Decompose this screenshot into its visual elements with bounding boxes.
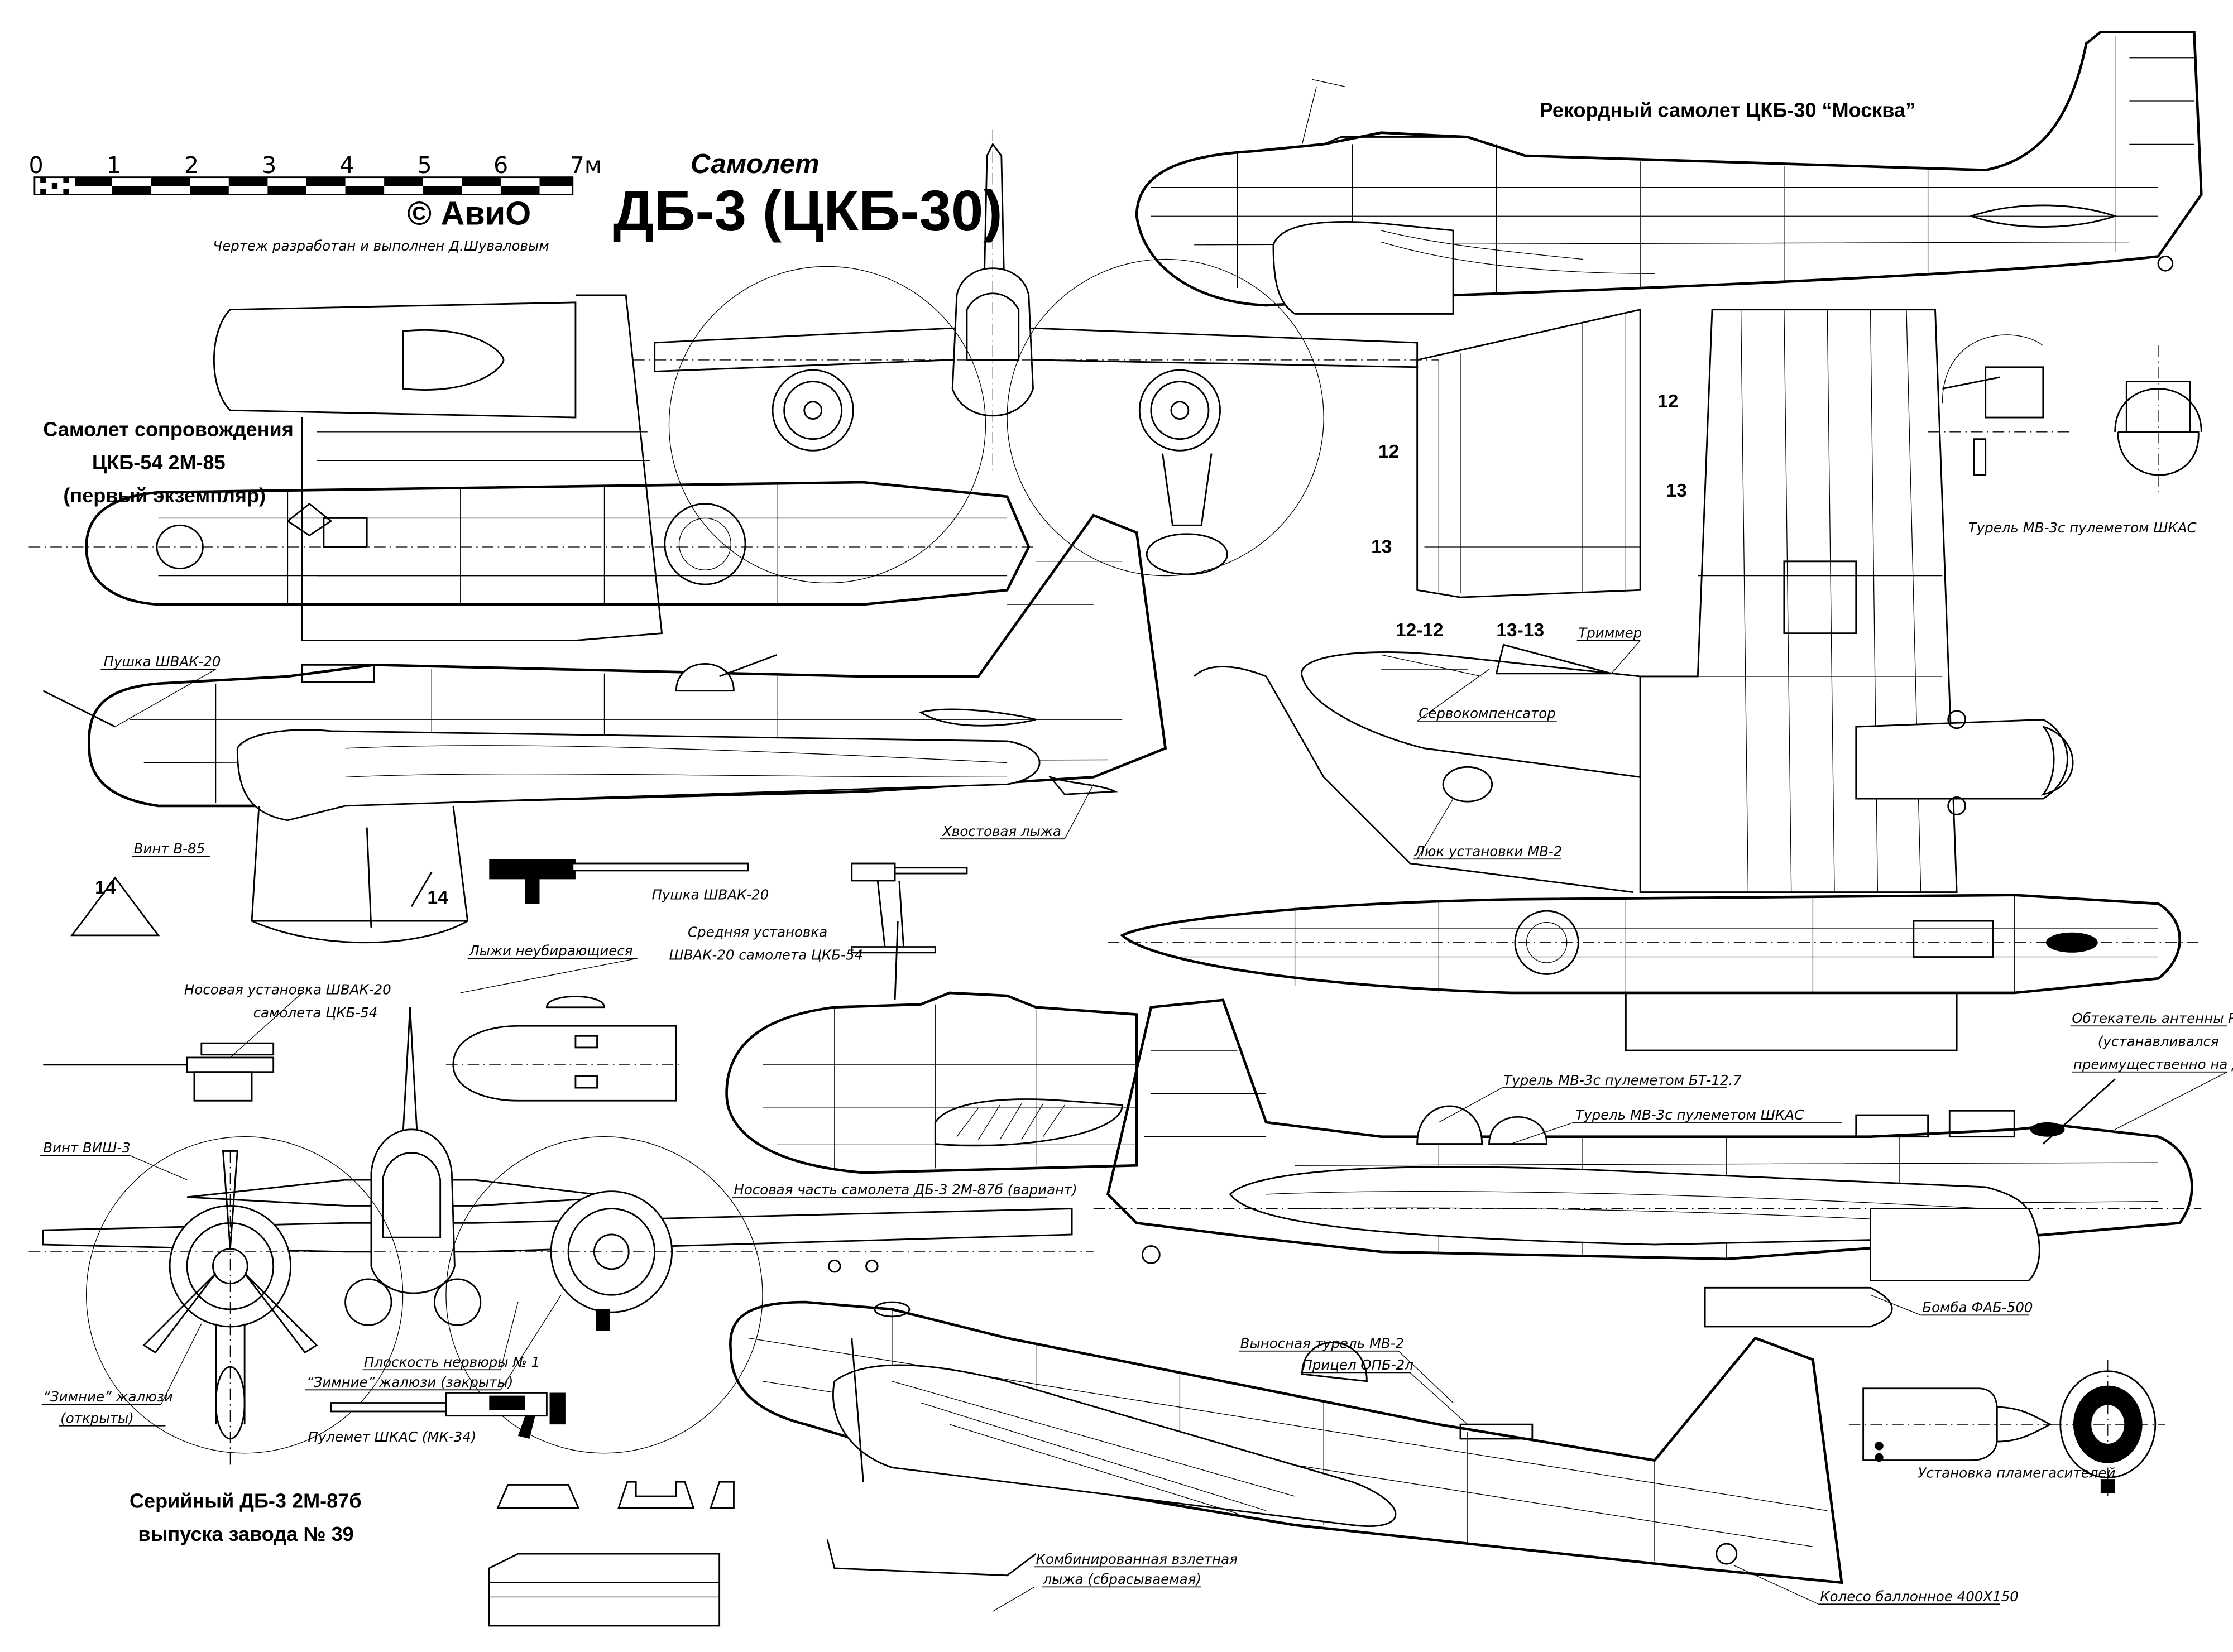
callout-louvres-open-1: “Зимние” жалюзи xyxy=(43,1389,172,1405)
callout-shvak-cannon: Пушка ШВАК-20 xyxy=(652,886,769,902)
callout-turret-shkas: Турель МВ-3с пулеметом ШКАС xyxy=(1575,1107,1804,1123)
callout-wheel: Колесо баллонное 400X150 xyxy=(1820,1588,2019,1605)
callout-nose-mount-1: Носовая установка ШВАК-20 xyxy=(184,982,391,998)
wing-plan-view xyxy=(1108,308,2202,1051)
scale-label: 1 xyxy=(107,152,121,179)
record-plane-side-view xyxy=(1135,31,2203,315)
serial-title-line2: выпуска завода № 39 xyxy=(138,1523,353,1545)
section-marker-14: 14 xyxy=(95,877,116,898)
shvak-cannon-drawing xyxy=(489,859,749,904)
callout-rib-plane: Плоскость нервюры № 1 xyxy=(364,1354,540,1370)
callout-sight: Прицел ОПБ-2л xyxy=(1302,1357,1413,1373)
front-view-top xyxy=(633,129,1439,584)
callout-antenna-3: преимущественно на ДБ-3Т) xyxy=(2073,1056,2233,1073)
flame-damper-drawing xyxy=(1848,1360,2165,1497)
callout-louvres-closed: “Зимние” жалюзи (закрыты) xyxy=(306,1374,513,1390)
callout-remote-turret: Выносная турель МВ-2 xyxy=(1240,1336,1404,1352)
callout-shvak-nose: Пушка ШВАК-20 xyxy=(104,654,221,670)
callout-antenna-2: (устанавливался xyxy=(2098,1033,2219,1049)
copyright-logo: © АвиО xyxy=(407,195,531,232)
mid-mount-drawing xyxy=(851,862,968,954)
serial-title-line1: Серийный ДБ-3 2М-87б xyxy=(130,1490,362,1512)
callout-nose-mount-2: самолета ЦКБ-54 xyxy=(253,1005,378,1021)
cross-section-drawings xyxy=(488,1481,735,1627)
leader-lines xyxy=(114,640,2227,1612)
callout-mid-mount-2: ШВАК-20 самолета ЦКБ-54 xyxy=(669,947,863,963)
scale-label: 3 xyxy=(262,152,276,179)
escort-title-line1: Самолет сопровождения xyxy=(43,418,293,441)
ski-plan-view xyxy=(445,996,684,1102)
author-credit: Чертеж разработан и выполнен Д.Шуваловым xyxy=(213,238,549,254)
section-label-12-12: 12-12 xyxy=(1396,620,1444,641)
callout-louvres-open-2: (открыты) xyxy=(60,1410,134,1427)
section-marker-12: 12 xyxy=(1657,391,1678,412)
serial-plane-side-view xyxy=(1093,998,2202,1328)
callout-turret-shkas-top: Турель МВ-3с пулеметом ШКАС xyxy=(1968,520,2197,536)
scale-label: 5 xyxy=(417,152,432,179)
callout-prop-vish3: Винт ВИШ-3 xyxy=(43,1140,130,1156)
scale-label: 0 xyxy=(29,152,44,179)
section-marker-14: 14 xyxy=(427,887,448,908)
callout-servo: Сервокомпенсатор xyxy=(1419,705,1556,722)
callout-shkas-mg: Пулемет ШКАС (МК-34) xyxy=(308,1429,477,1445)
section-marker-13: 13 xyxy=(1371,536,1392,557)
callout-antenna-1: Обтекатель антенны РПК-2 xyxy=(2072,1010,2233,1026)
callout-prop-v85: Винт В-85 xyxy=(134,841,205,857)
callout-ski-2: лыжа (сбрасываемая) xyxy=(1043,1571,1201,1587)
scale-label: 7м xyxy=(570,152,602,179)
callout-mid-mount-1: Средняя установка xyxy=(688,924,827,940)
escort-plane-side-view xyxy=(42,513,1167,944)
scale-label: 4 xyxy=(339,152,354,179)
section-label-13-13: 13-13 xyxy=(1496,620,1544,641)
title-subtitle: Самолет xyxy=(691,149,819,179)
callout-bomb: Бомба ФАБ-500 xyxy=(1922,1299,2033,1315)
section-marker-13: 13 xyxy=(1666,481,1687,501)
callout-turret-bt: Турель МВ-3с пулеметом БТ-12.7 xyxy=(1503,1072,1742,1088)
callout-fixed-skis: Лыжи неубирающиеся xyxy=(468,943,632,959)
page-title: ДБ-3 (ЦКБ-30) xyxy=(613,179,1003,243)
record-plane-title: Рекордный самолет ЦКБ-30 “Москва” xyxy=(1540,98,1915,121)
callout-hatch-mv2: Люк установки МВ-2 xyxy=(1414,843,1563,859)
scale-label: 6 xyxy=(493,152,508,179)
escort-title-line3: (первый экземпляр) xyxy=(63,484,266,507)
escort-title-line2: ЦКБ-54 2М-85 xyxy=(92,451,226,474)
escort-plane-top-view xyxy=(28,294,1036,641)
callout-trimmer: Триммер xyxy=(1578,625,1642,641)
callout-flame-dampers: Установка пламегасителей xyxy=(1918,1465,2116,1481)
section-marker-12: 12 xyxy=(1378,441,1399,462)
callout-nose-section: Носовая часть самолета ДБ-3 2М-87б (вари… xyxy=(734,1182,1077,1198)
turret-mv3-drawing xyxy=(1928,334,2202,497)
serial-plane-front-view xyxy=(28,1007,1094,1468)
shkas-mg-drawing xyxy=(330,1392,566,1439)
callout-tail-ski: Хвостовая лыжа xyxy=(941,823,1061,839)
callout-ski-1: Комбинированная взлетная xyxy=(1036,1551,1238,1567)
nose-section-drawing xyxy=(725,921,1138,1174)
scale-bar: 0 1 2 3 4 5 6 7м xyxy=(29,152,602,195)
serial-plane-ski-view xyxy=(729,1300,1843,1584)
scale-label: 2 xyxy=(184,152,199,179)
nose-mount-drawing xyxy=(43,1042,275,1102)
